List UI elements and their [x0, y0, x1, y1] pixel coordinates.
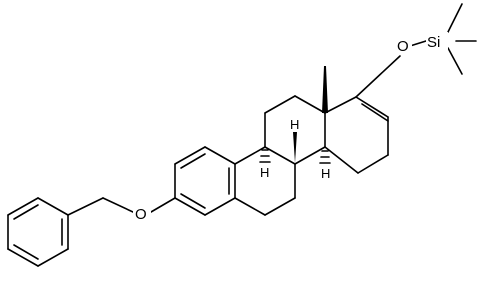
- ether-oxygen-label: O: [135, 206, 147, 223]
- h9-label: H: [260, 165, 269, 180]
- silicon-label: Si: [427, 34, 440, 51]
- h9-hash-bond: [259, 149, 271, 163]
- silyl-ether-bonds: [355, 40, 427, 98]
- c-ring: [264, 95, 326, 165]
- silyl-oxygen-label: O: [397, 38, 409, 55]
- b-ring: [234, 146, 296, 216]
- benzyl-phenyl-ring: [7, 197, 69, 267]
- ether-bond-a-ring: [150, 197, 176, 213]
- trimethylsilyl-methyls: [447, 3, 477, 75]
- methyl-wedge: [322, 66, 328, 113]
- benzyl-ch2-bonds: [67, 197, 134, 216]
- h14-hash-bond: [319, 150, 331, 164]
- aromatic-a-ring: [174, 146, 236, 216]
- h14-label: H: [321, 166, 330, 181]
- d-ring: [324, 96, 389, 174]
- h8-label: H: [290, 117, 299, 132]
- h8-wedge: [293, 132, 297, 163]
